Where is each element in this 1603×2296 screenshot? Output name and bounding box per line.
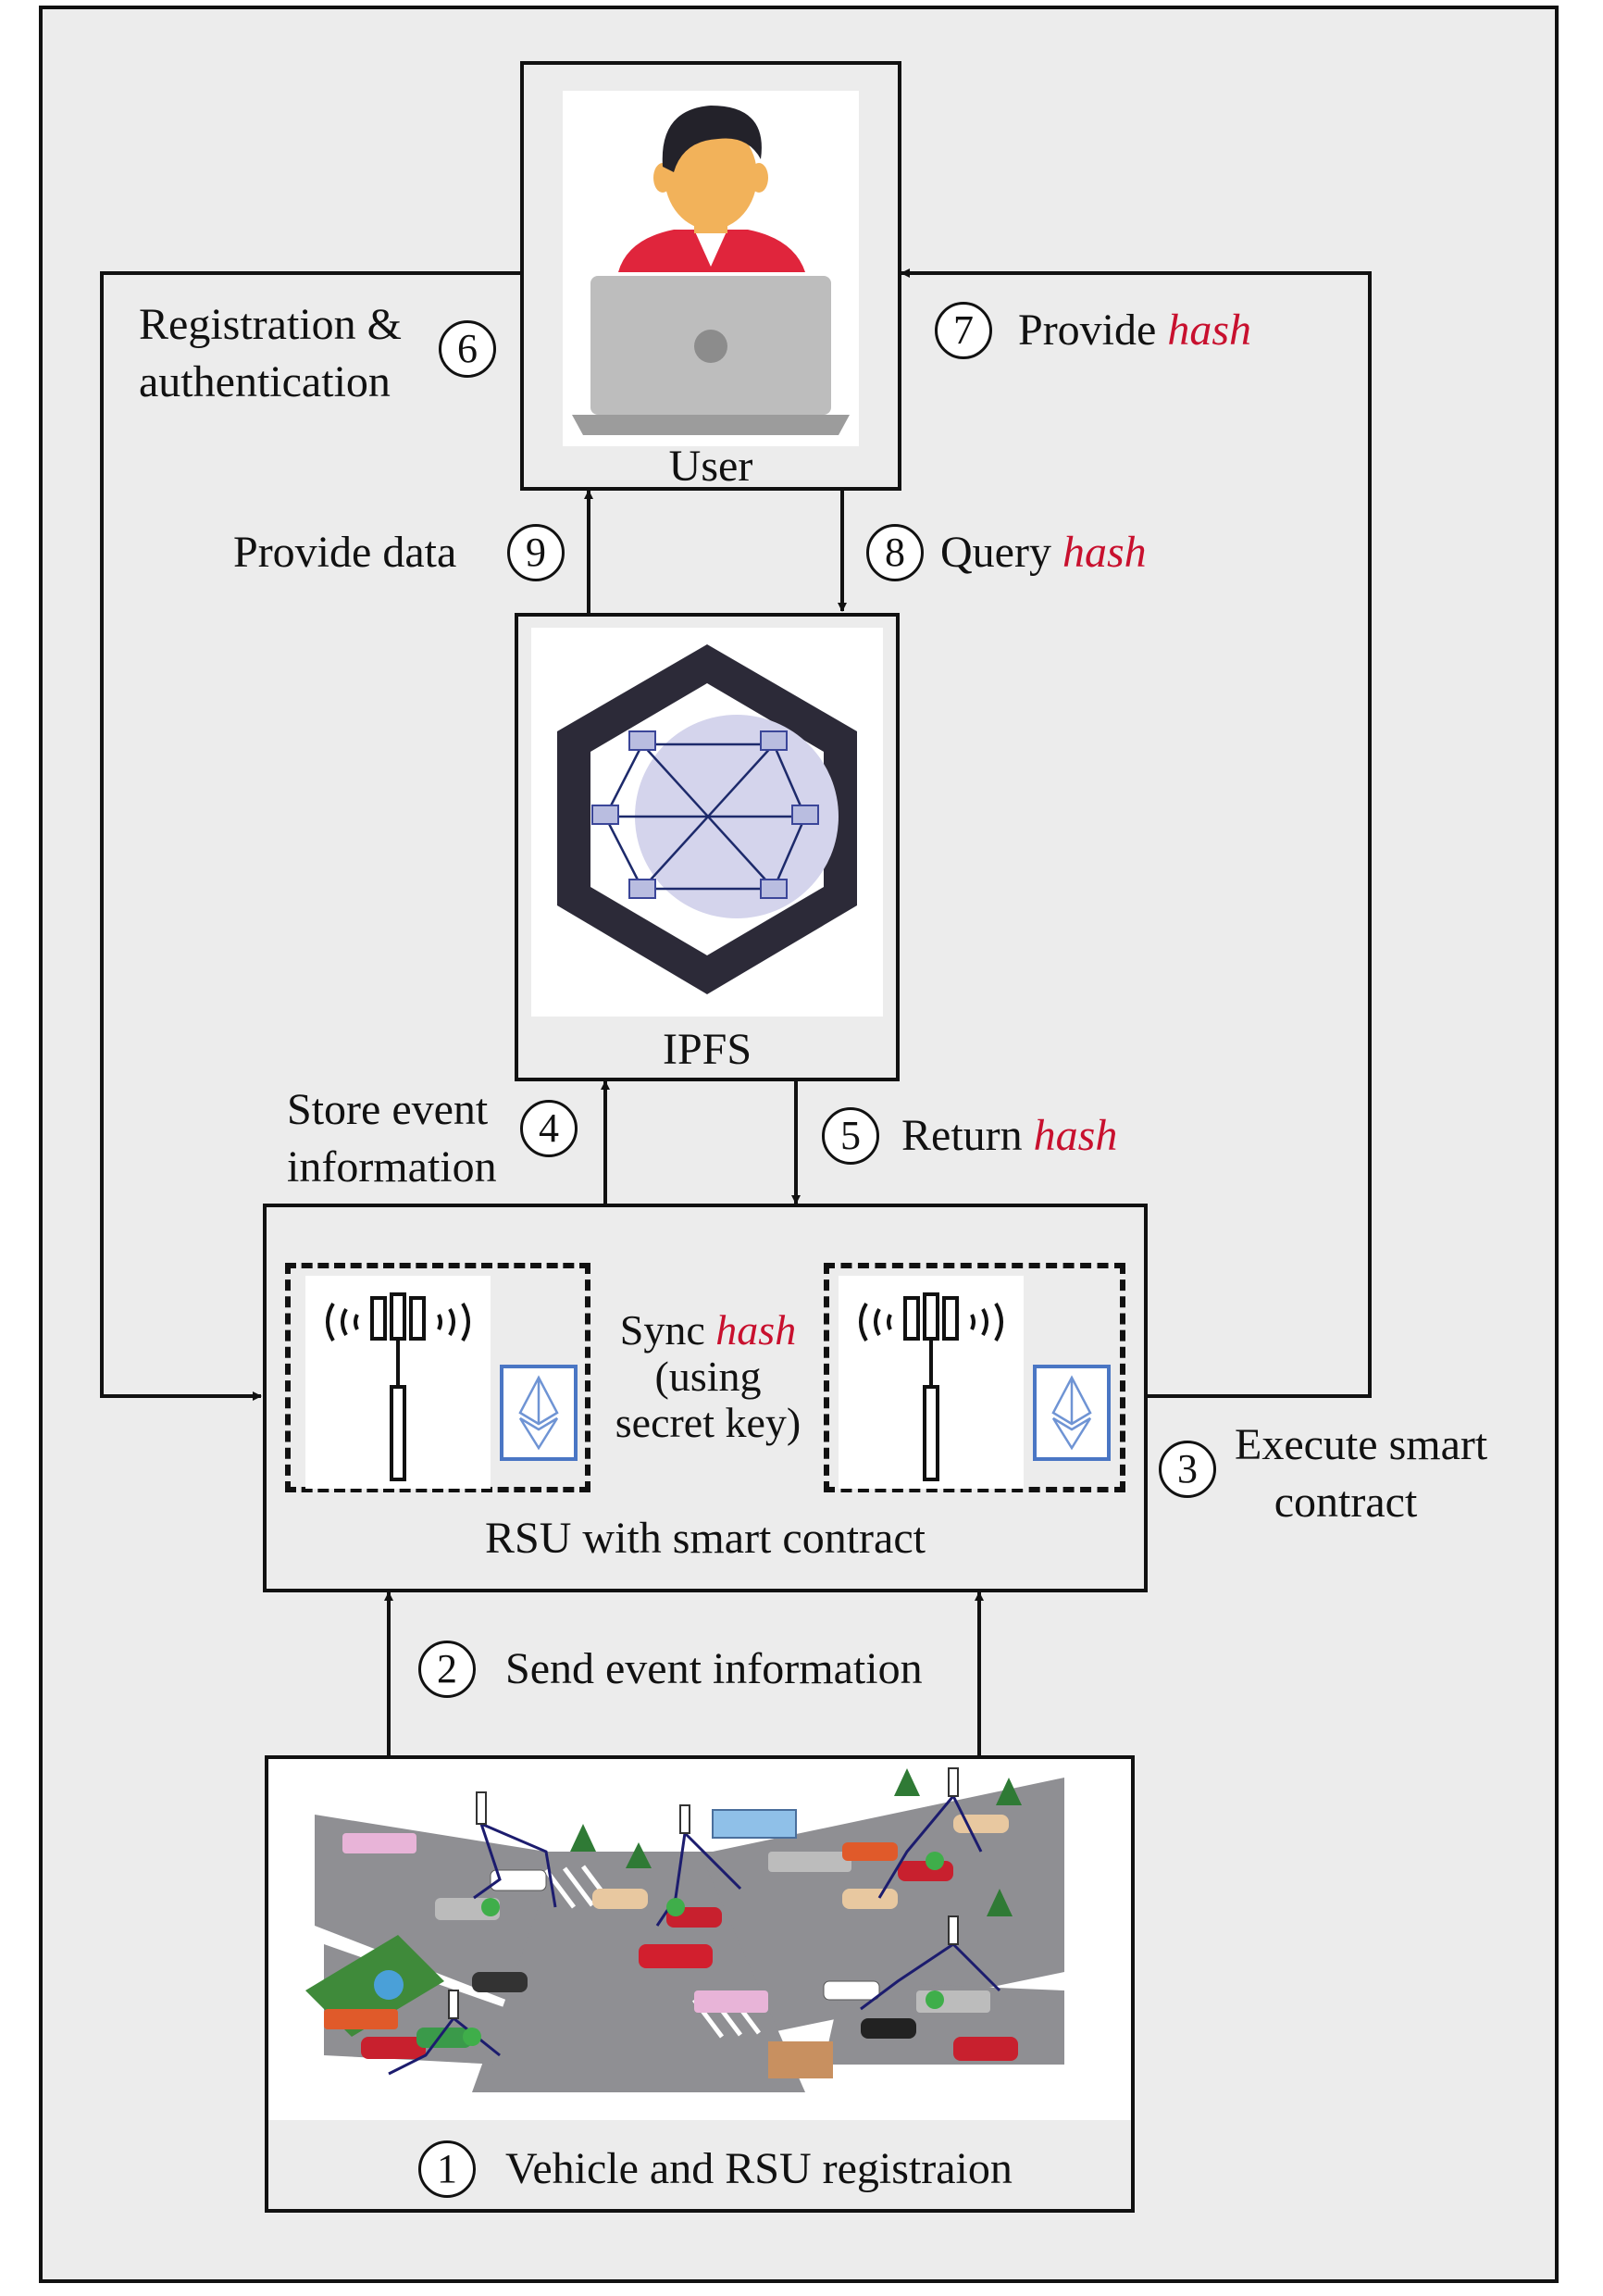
- step-5-label: Return hash: [901, 1107, 1117, 1165]
- ethereum-icon: [1033, 1365, 1111, 1461]
- step-4-text-1: Store event: [287, 1085, 489, 1134]
- step-4-label: Store event information: [287, 1081, 497, 1196]
- step-9-label: Provide data: [233, 528, 457, 577]
- sync-text: Sync: [619, 1306, 705, 1354]
- rsu-tower-icon: [839, 1276, 1024, 1489]
- step-8-marker: 8: [866, 524, 924, 581]
- rsu-label: RSU with smart contract: [485, 1514, 926, 1563]
- step-3-label: Execute smart contract: [1235, 1416, 1488, 1531]
- user-label: User: [668, 442, 753, 491]
- step-2-marker: 2: [418, 1641, 476, 1698]
- vehicles-node: [265, 1755, 1135, 2213]
- step-4-marker: 4: [520, 1100, 578, 1157]
- step-3-text-1: Execute smart: [1235, 1420, 1488, 1469]
- step-4-text-2: information: [287, 1142, 497, 1192]
- ethereum-icon: [500, 1365, 578, 1461]
- ipfs-label: IPFS: [662, 1025, 752, 1074]
- city-traffic-illustration: [268, 1759, 1131, 2120]
- step-1-label: Vehicle and RSU registraion: [505, 2144, 1013, 2193]
- step-1-marker: 1: [418, 2140, 476, 2198]
- sync-text-3: secret key): [615, 1399, 802, 1446]
- sync-label: Sync hash (using secret key): [592, 1307, 824, 1446]
- user-laptop-icon: [563, 91, 859, 446]
- step-5-hash: hash: [1033, 1111, 1118, 1160]
- step-3-text-2: contract: [1274, 1478, 1418, 1527]
- rsu-tower-icon: [305, 1276, 491, 1489]
- ipfs-node: IPFS: [515, 613, 900, 1081]
- ipfs-hexagon-icon: [531, 628, 883, 1017]
- arrow-registration: [100, 271, 520, 1401]
- step-6-text-1: Registration &: [139, 300, 402, 349]
- user-node: User: [520, 61, 901, 491]
- sync-hash: hash: [715, 1306, 797, 1354]
- step-7-hash: hash: [1167, 306, 1252, 355]
- rsu-unit-left: [285, 1263, 590, 1492]
- sync-text-2: (using: [654, 1353, 762, 1400]
- step-6-label: Registration & authentication: [139, 296, 402, 411]
- step-5-marker: 5: [822, 1107, 879, 1165]
- step-8-hash: hash: [1062, 528, 1147, 577]
- rsu-unit-right: [824, 1263, 1125, 1492]
- step-7-marker: 7: [935, 302, 992, 359]
- step-5-text: Return: [901, 1111, 1023, 1160]
- step-8-text: Query: [940, 528, 1051, 577]
- step-2-label: Send event information: [505, 1644, 923, 1693]
- step-9-marker: 9: [507, 524, 565, 581]
- arrow-provide-hash: [901, 268, 1372, 1398]
- step-6-text-2: authentication: [139, 357, 391, 406]
- step-7-label: Provide hash: [1018, 302, 1251, 359]
- step-3-marker: 3: [1159, 1441, 1216, 1498]
- step-8-label: Query hash: [940, 524, 1147, 581]
- step-6-marker: 6: [439, 320, 496, 378]
- step-7-text: Provide: [1018, 306, 1157, 355]
